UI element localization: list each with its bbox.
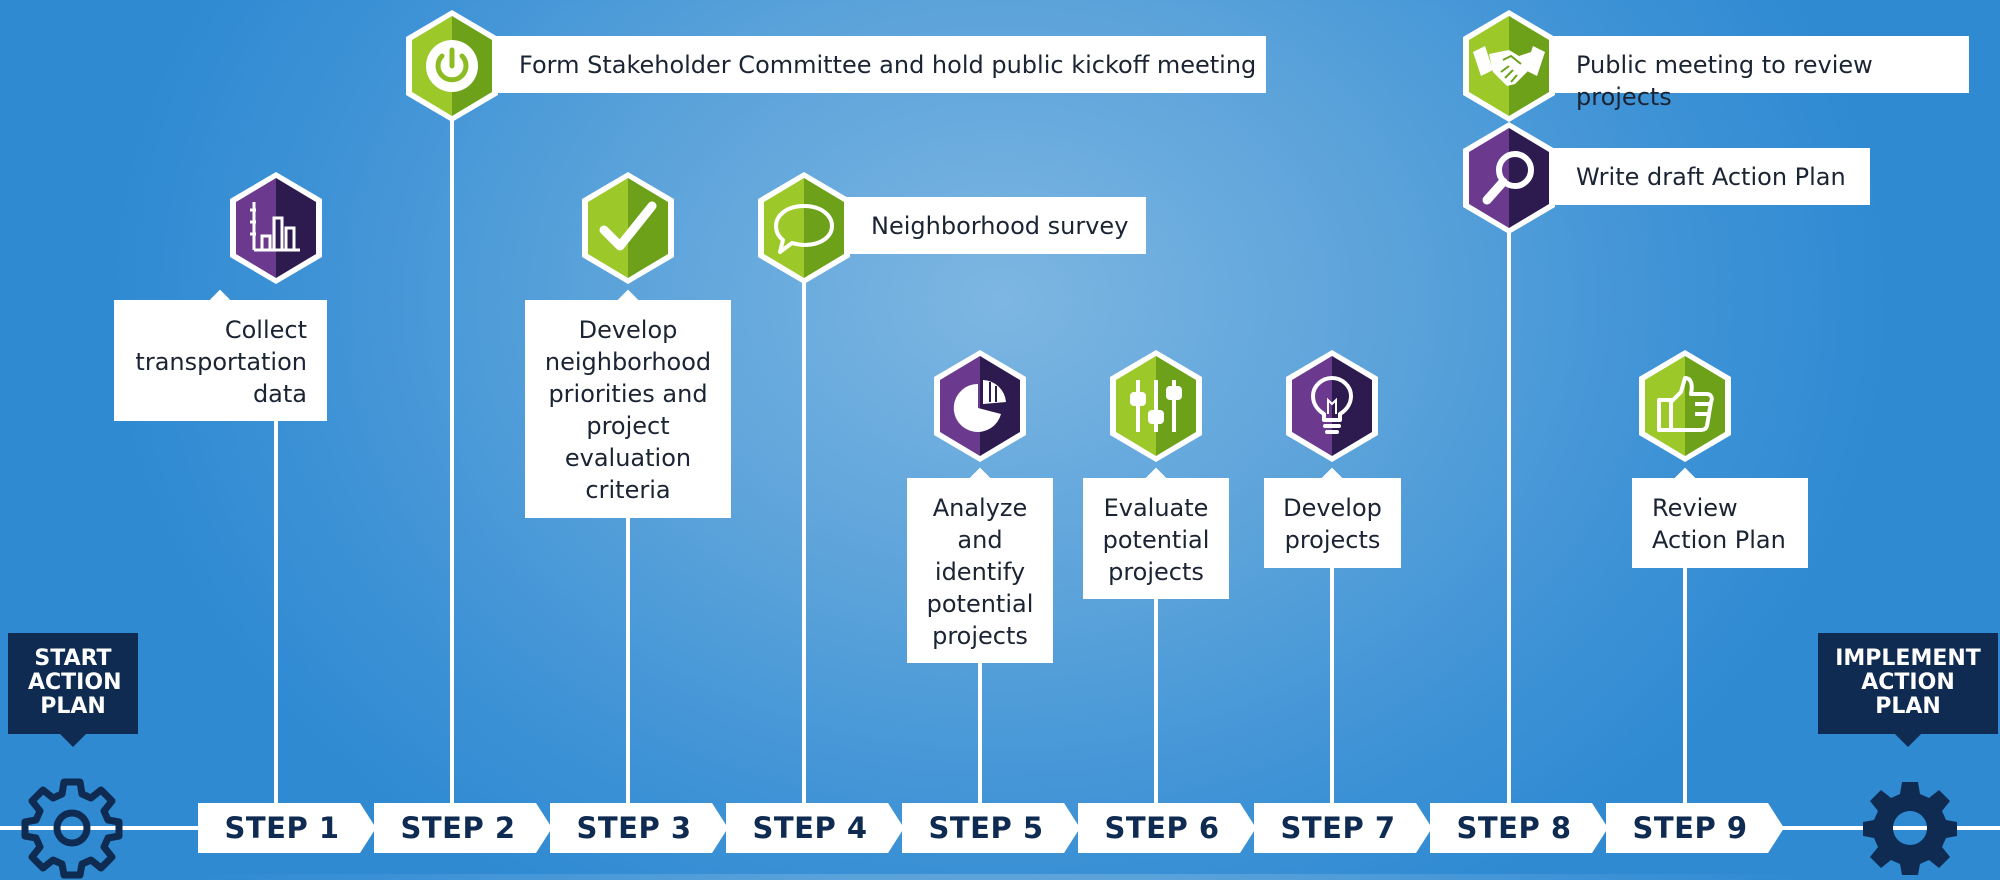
step-5-label: STEP 5 <box>928 811 1044 845</box>
task-evaluate-text: Evaluate potential projects <box>1102 494 1210 586</box>
box-connector <box>1320 467 1344 491</box>
step-8-label: STEP 8 <box>1456 811 1572 845</box>
end-label-pointer <box>1895 734 1921 747</box>
task-review-plan: Review Action Plan <box>1632 467 1808 568</box>
task-committee-text: Form Stakeholder Committee and hold publ… <box>519 51 1257 79</box>
step-9-label: STEP 9 <box>1632 811 1748 845</box>
step-3-label: STEP 3 <box>576 811 692 845</box>
box-connector <box>616 289 640 313</box>
task-develop-priorities: Develop neighborhood priorities and proj… <box>525 289 731 518</box>
box-connector <box>1673 467 1697 491</box>
magnifier-icon <box>1459 120 1559 236</box>
step-7-label: STEP 7 <box>1280 811 1396 845</box>
end-label-text: IMPLEMENT ACTION PLAN <box>1835 646 1981 719</box>
box-connector <box>968 467 992 491</box>
stem-step-8 <box>1507 228 1511 806</box>
box-connector <box>1144 467 1168 491</box>
implement-action-plan-label: IMPLEMENT ACTION PLAN <box>1818 633 1998 747</box>
stem-step-3 <box>626 515 630 806</box>
task-public-meeting-text: Public meeting to review projects <box>1576 51 1873 111</box>
step-4-marker: STEP 4 <box>726 803 904 853</box>
start-label-pointer <box>60 734 86 747</box>
thumbs-up-icon <box>1635 348 1735 464</box>
task-analyze-text: Analyze and identify potential projects <box>926 494 1034 650</box>
task-draft-plan-text: Write draft Action Plan <box>1576 163 1846 191</box>
stem-step-5 <box>978 660 982 806</box>
step-2-marker: STEP 2 <box>374 803 552 853</box>
stem-step-2 <box>450 118 454 806</box>
pie-chart-icon <box>930 348 1030 464</box>
step-6-label: STEP 6 <box>1104 811 1220 845</box>
stem-step-1 <box>274 420 278 806</box>
task-develop-projects: Develop projects <box>1264 467 1401 568</box>
bar-chart-icon <box>226 170 326 286</box>
stem-step-7 <box>1330 565 1334 806</box>
task-draft-plan: Write draft Action Plan <box>1554 148 1870 205</box>
task-develop-text: Develop projects <box>1283 494 1382 554</box>
step-8-marker: STEP 8 <box>1430 803 1608 853</box>
task-priorities-text: Develop neighborhood priorities and proj… <box>544 316 712 504</box>
stem-step-9 <box>1683 565 1687 806</box>
task-survey-text: Neighborhood survey <box>871 212 1129 240</box>
speech-bubble-icon <box>754 170 854 286</box>
task-evaluate-projects: Evaluate potential projects <box>1083 467 1229 599</box>
step-1-label: STEP 1 <box>224 811 340 845</box>
step-7-marker: STEP 7 <box>1254 803 1432 853</box>
task-collect-data: Collect transportation data <box>114 289 327 421</box>
task-form-committee: Form Stakeholder Committee and hold publ… <box>496 36 1266 93</box>
step-9-marker: STEP 9 <box>1606 803 1784 853</box>
power-icon <box>402 8 502 124</box>
step-6-marker: STEP 6 <box>1078 803 1256 853</box>
start-label-text: START ACTION PLAN <box>28 646 122 719</box>
task-neighborhood-survey: Neighborhood survey <box>847 197 1146 254</box>
step-1-marker: STEP 1 <box>198 803 376 853</box>
checkmark-icon <box>578 170 678 286</box>
step-5-marker: STEP 5 <box>902 803 1080 853</box>
task-review-text: Review Action Plan <box>1652 494 1786 554</box>
task-collect-text: Collect transportation data <box>135 316 307 408</box>
task-analyze-projects: Analyze and identify potential projects <box>907 467 1053 663</box>
box-connector <box>208 289 232 313</box>
task-public-meeting: Public meeting to review projects <box>1554 36 1969 111</box>
lightbulb-icon <box>1282 348 1382 464</box>
sliders-icon <box>1106 348 1206 464</box>
step-4-label: STEP 4 <box>752 811 868 845</box>
gear-solid-icon <box>1863 782 1957 875</box>
stem-step-6 <box>1154 595 1158 806</box>
handshake-icon <box>1459 8 1559 124</box>
gear-outline-icon <box>21 778 123 879</box>
step-3-marker: STEP 3 <box>550 803 728 853</box>
start-action-plan-label: START ACTION PLAN <box>8 633 138 747</box>
stem-step-4 <box>802 278 806 806</box>
step-2-label: STEP 2 <box>400 811 516 845</box>
